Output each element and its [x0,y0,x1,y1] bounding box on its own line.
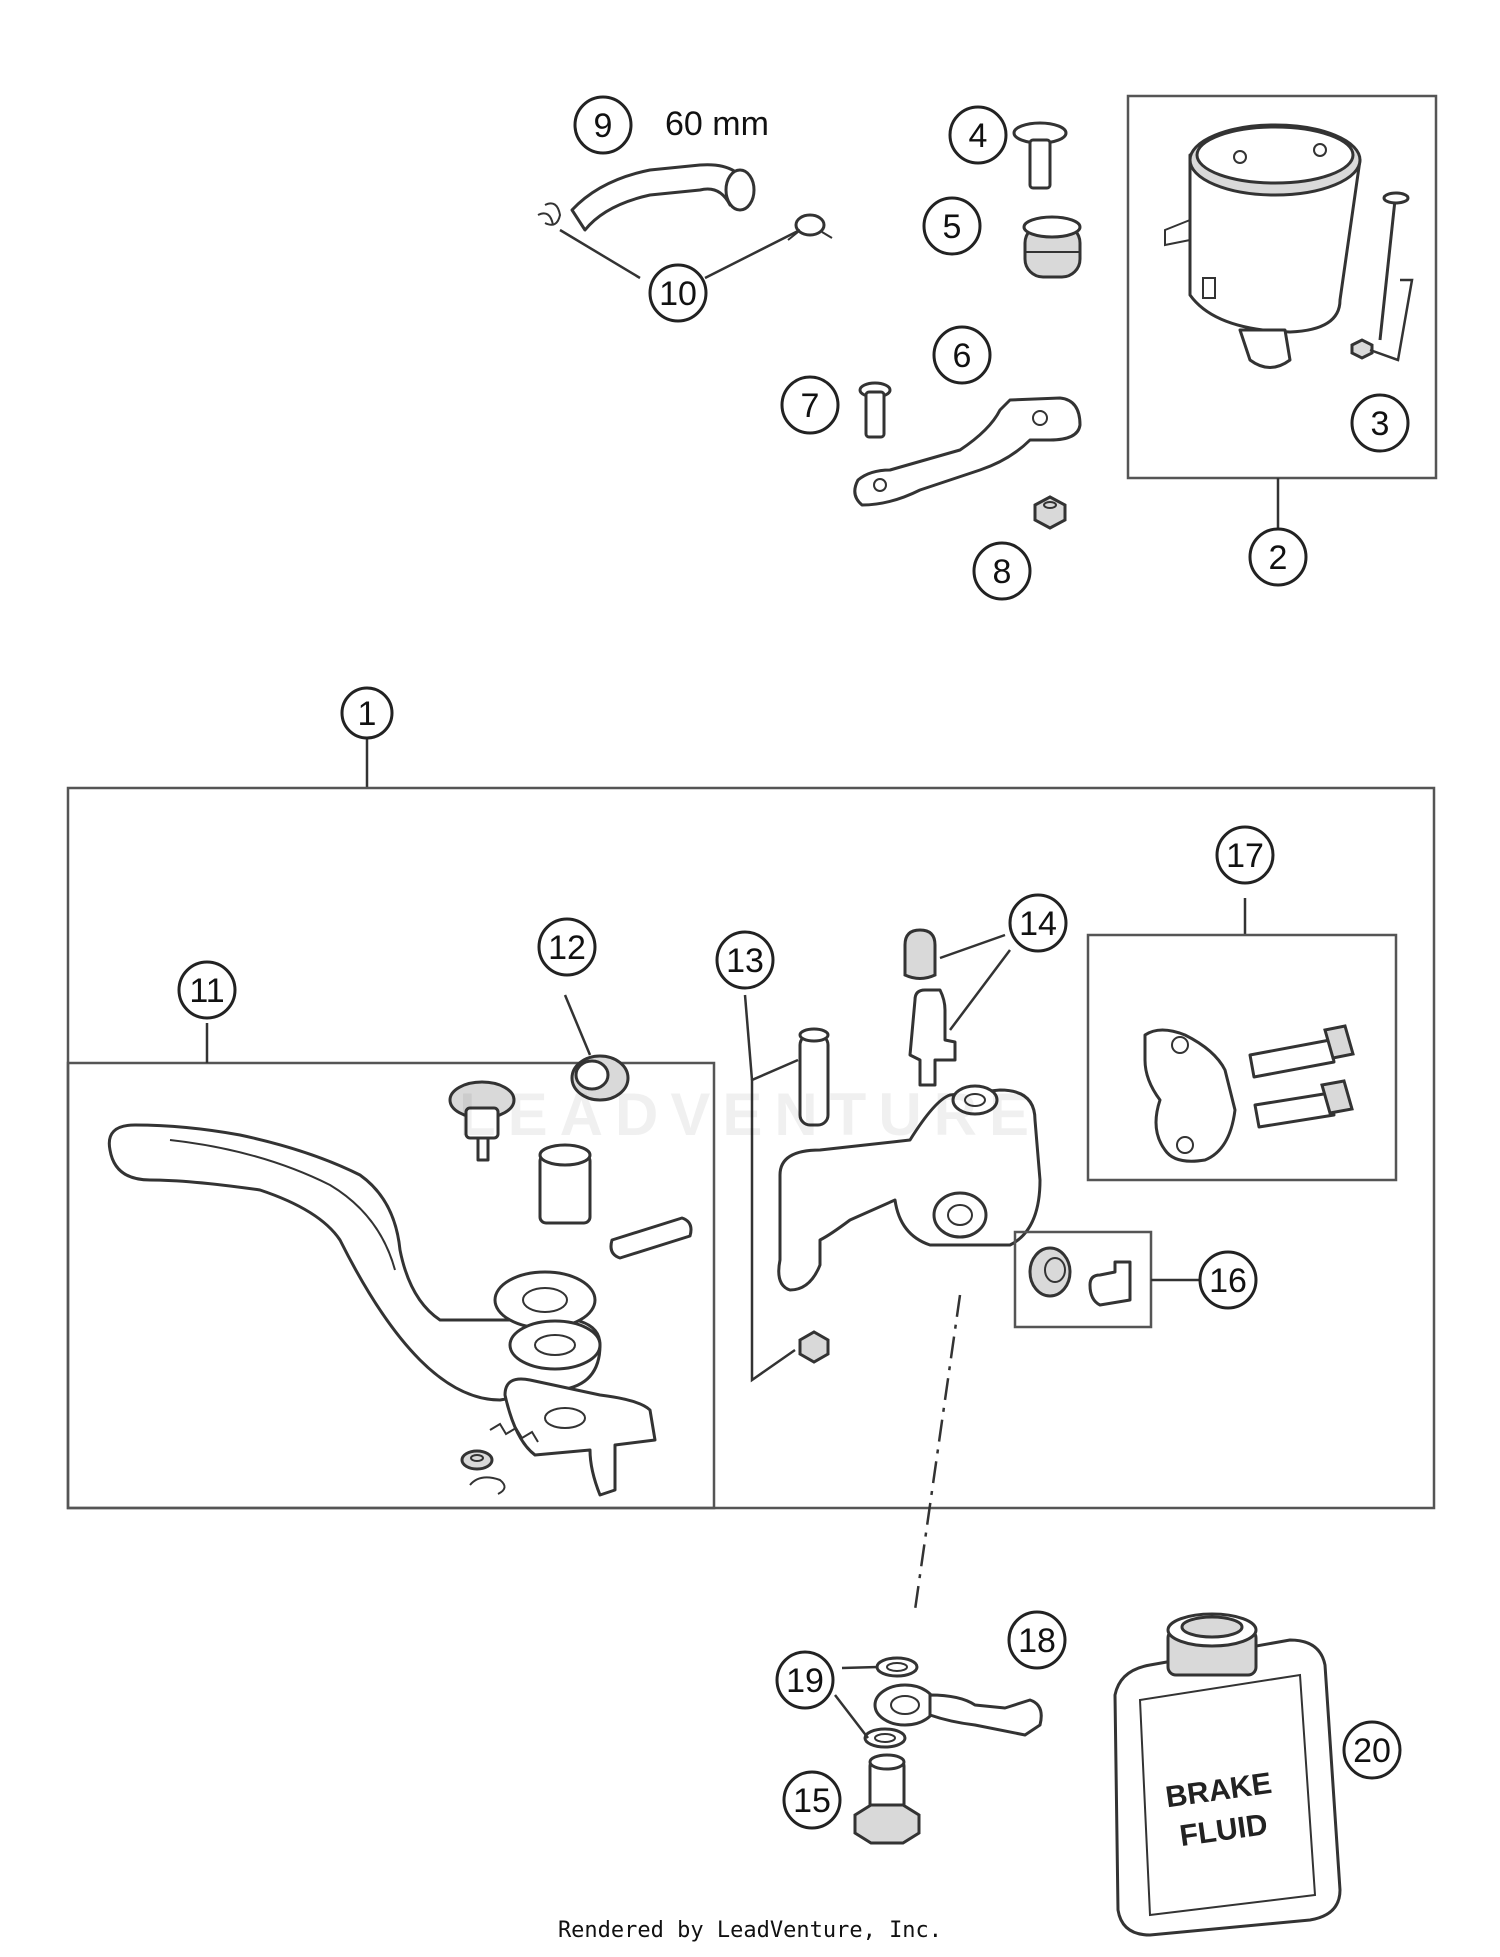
callout-14: 14 [1008,893,1068,953]
callout-4-label: 4 [969,117,988,155]
callout-18-label: 18 [1018,1622,1056,1660]
footer-credit: Rendered by LeadVenture, Inc. [557,1918,943,1943]
leader-10a [559,228,641,280]
reservoir-bracket-part [853,396,1082,507]
lever-holder-part [503,1377,657,1497]
hose-clamp-right [787,213,833,241]
lever-clip-part [469,1476,506,1495]
rubber-bushing-part [1022,215,1082,279]
reservoir-screw-kit-part [1350,191,1410,360]
callout-11: 11 [177,960,237,1020]
watermark: LEADVENTURE [458,1081,1042,1148]
callout-6: 6 [932,325,992,385]
lever-spring-part [489,1422,539,1443]
assembly-axis-line [913,1294,962,1611]
reservoir-frame [1126,94,1438,480]
callout-3-label: 3 [1371,405,1390,443]
leader-10b [704,228,801,280]
callout-15: 15 [782,1770,842,1830]
callout-9-label: 9 [594,107,613,145]
bleeder-valve-part [903,928,957,1087]
callout-9: 9 [573,95,633,155]
callout-17: 17 [1215,825,1275,885]
leader-13-top [743,994,754,1081]
reservoir-screw-part [1012,121,1068,190]
handlebar-clamp-part [1143,1028,1237,1163]
callout-1: 1 [340,686,394,740]
callout-7-label: 7 [801,387,820,425]
callout-18: 18 [1007,1610,1067,1670]
brake-reservoir-part [1164,123,1362,369]
callout-19-label: 19 [786,1662,824,1700]
callout-3: 3 [1350,393,1410,453]
lever-bushing-part [538,1143,592,1225]
leader-14a [939,933,1006,960]
clamp-kit-frame [1086,933,1398,1182]
callout-10: 10 [648,263,708,323]
banjo-fitting-part [873,1683,1043,1737]
callout-13-label: 13 [726,942,764,980]
leader-19b [834,1694,869,1739]
callout-14-label: 14 [1019,905,1057,943]
lever-pin-part [609,1216,693,1260]
adjuster-knob-part [448,1080,516,1162]
callout-2: 2 [1248,527,1308,587]
callout-12: 12 [537,917,597,977]
callout-19: 19 [775,1650,835,1710]
callout-15-label: 15 [793,1782,831,1820]
callout-5: 5 [922,196,982,256]
leader-19a [841,1665,879,1670]
banjo-bolt-part [853,1753,921,1845]
bracket-nut-part [1033,495,1067,530]
lever-assembly-frame [66,1061,716,1510]
leader-3 [1369,278,1414,362]
clamp-screw-lower [1253,1079,1354,1129]
pivot-cap-part [563,994,630,1102]
callout-20-label: 20 [1353,1732,1391,1770]
brake-fluid-bottle-part: BRAKE FLUID [1113,1612,1342,1937]
callout-16-label: 16 [1209,1262,1247,1300]
callout-5-label: 5 [943,208,962,246]
master-cylinder-part [777,1027,1042,1364]
callout-8: 8 [972,541,1032,601]
leader-13 [750,1058,799,1383]
callout-8-label: 8 [993,553,1012,591]
hose-length-label: 60 mm [665,105,769,143]
leader-14b [949,949,1011,1031]
callout-20: 20 [1342,1720,1402,1780]
bracket-screw-part [858,381,892,439]
callout-4: 4 [948,105,1008,165]
clamp-screw-upper [1248,1024,1355,1079]
callout-17-label: 17 [1226,837,1264,875]
callout-10-label: 10 [659,275,697,313]
callout-12-label: 12 [548,929,586,967]
sealing-washer-lower [863,1727,907,1749]
callout-7: 7 [780,375,840,435]
sealing-washer-upper [875,1656,919,1678]
callout-6-label: 6 [953,337,972,375]
brake-switch-part [1028,1246,1132,1307]
hose-part [570,163,756,232]
hose-clamp-left [537,202,562,226]
callout-2-label: 2 [1269,539,1288,577]
callout-13: 13 [715,930,775,990]
callout-11-label: 11 [189,972,224,1010]
lever-washer-part [460,1449,494,1471]
callout-1-label: 1 [358,695,377,733]
brake-lever-part [107,1123,602,1402]
callout-16: 16 [1198,1250,1258,1310]
